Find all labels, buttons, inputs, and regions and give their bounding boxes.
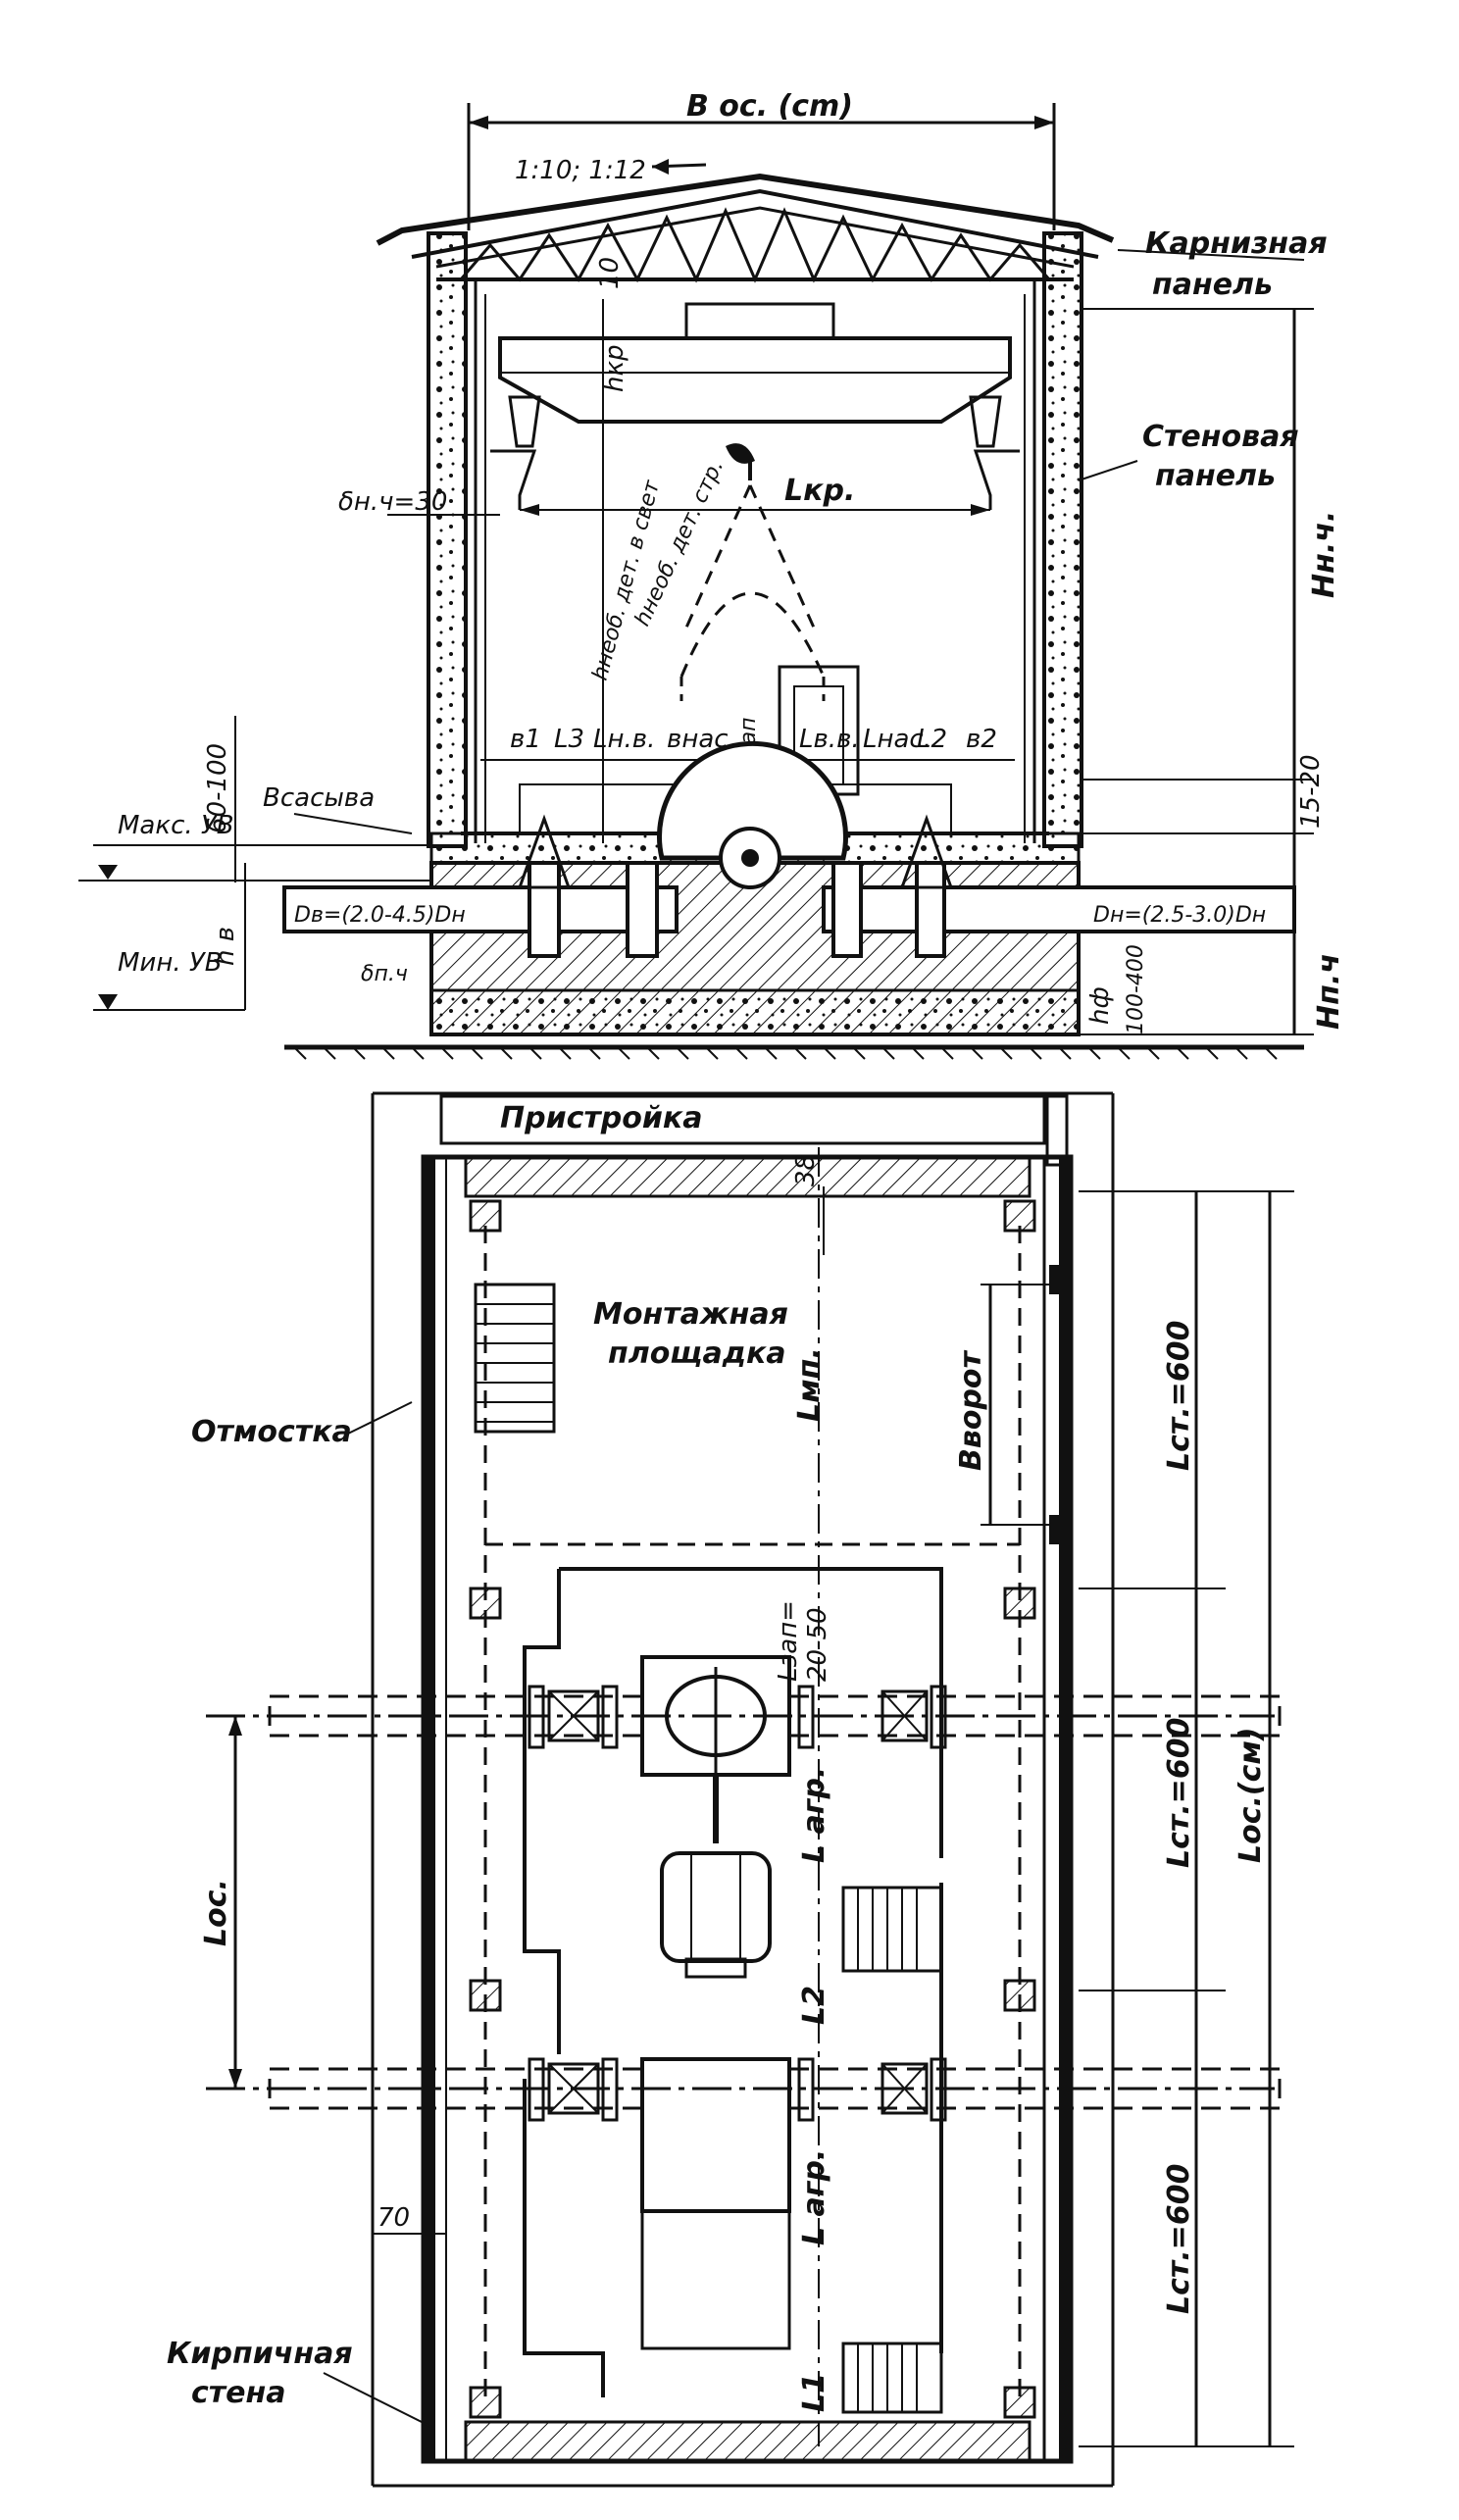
- suction-label: Всасыва: [263, 783, 375, 813]
- dim-bvorot: Вворот: [954, 1349, 988, 1471]
- dim-lnv: Lн.в.: [593, 725, 655, 754]
- section-view: B oc. (cm) 1:10; 1:12 Карнизная панель: [78, 89, 1346, 1060]
- pump-unit-2: [640, 2057, 791, 2350]
- dim-60-100: 60-100: [203, 743, 232, 833]
- dim-lagr-2: L агр.: [797, 2149, 831, 2245]
- slope-label: 1:10; 1:12: [515, 156, 646, 185]
- width-label: B oc. (cm): [686, 89, 853, 124]
- dim-15-20: 15-20: [1296, 754, 1326, 829]
- pump-pit: [523, 1567, 943, 2397]
- dim-lst-1: Lст.=600: [1162, 1321, 1196, 1471]
- crane-span-dimension: Lкр.: [520, 474, 990, 516]
- crane-span-label: Lкр.: [784, 474, 855, 508]
- pipe-right-label: Dн=(2.5-3.0)Dн: [1093, 903, 1266, 928]
- right-dimension-chain: Lст.=600 Lст.=600 Lст.=600 Lос.(см): [1079, 1190, 1294, 2447]
- mounting-area: Монтажная площадка: [474, 1283, 788, 1434]
- dim-hv: h в: [211, 927, 240, 966]
- pipeline-row-1: [206, 1685, 1282, 1749]
- plan-view: Пристройка: [167, 1091, 1294, 2488]
- mount-label-2: площадка: [608, 1336, 786, 1371]
- cornice-label: Карнизная: [1145, 227, 1328, 261]
- plan-walls: [421, 1154, 1074, 2464]
- pipe-left-label: Dв=(2.0-4.5)Dн: [294, 903, 466, 928]
- dim-l3: L3: [554, 725, 584, 754]
- dim-l2-plan: L2: [797, 1986, 831, 2025]
- wall-panel-label: Стеновая: [1142, 420, 1299, 454]
- overhead-crane: [498, 302, 1012, 480]
- dim-hnch: Hн.ч.: [1307, 511, 1341, 598]
- right-height-dimensions: Hн.ч. 15-20 Hп.ч: [1059, 308, 1346, 1035]
- dim-hkr: hкр: [600, 344, 629, 392]
- wall-panel-label-2: панель: [1155, 459, 1276, 493]
- otmostka-label: Отмостка: [191, 1415, 352, 1449]
- dim-lst-3: Lст.=600: [1162, 2164, 1196, 2314]
- roof: [376, 173, 1115, 283]
- water-levels: Макс. УВ Мин. УВ 60-100 h в Всасыва δп.ч: [78, 716, 431, 1011]
- left-wall: [427, 231, 468, 848]
- dim-lst-2: Lст.=600: [1162, 1718, 1196, 1868]
- dim-loc: Lос.: [199, 1879, 233, 1946]
- mount-label: Монтажная: [593, 1297, 788, 1332]
- axis-spacing-dimension: Lос.: [199, 1716, 242, 2089]
- walls: [427, 231, 1083, 848]
- brick-wall-label-2: стена: [191, 2376, 286, 2410]
- dim-floor: δп.ч: [361, 962, 408, 986]
- pump-unit-1: [640, 1655, 791, 1979]
- dim-b2: в2: [966, 725, 997, 754]
- pipeline-row-2: [206, 2057, 1282, 2122]
- dim-b1: в1: [510, 725, 541, 754]
- dim-loc-cm: Lос.(см): [1233, 1727, 1268, 1863]
- dim-lmp: Lмп.: [792, 1347, 827, 1422]
- level-min-label: Мин. УВ: [118, 948, 223, 978]
- annex-label: Пристройка: [500, 1101, 702, 1135]
- dim-lvv: Lв.в.: [799, 725, 860, 754]
- level-max-label: Макс. УВ: [118, 811, 234, 840]
- gate: Вворот: [954, 1265, 1069, 1544]
- dim-10: 10: [595, 257, 625, 289]
- dim-100-400: 100-400: [1124, 944, 1148, 1034]
- dim-lnas: Lнас.: [863, 725, 931, 754]
- dim-70: 70: [377, 2203, 410, 2233]
- dim-lagr-1: L агр.: [797, 1767, 831, 1863]
- annex: Пристройка: [439, 1094, 1069, 1167]
- cornice-label-2: панель: [1152, 268, 1273, 302]
- dim-l1: L1: [797, 2373, 831, 2412]
- dim-wall-thickness: δн.ч=30: [338, 487, 447, 517]
- dim-hpch: Hп.ч: [1312, 953, 1346, 1030]
- dim-lzap: Lзап=: [774, 1600, 803, 1682]
- brick-wall-label: Кирпичная: [167, 2337, 353, 2371]
- width-dimension: B oc. (cm): [467, 89, 1056, 230]
- dim-38: 38: [791, 1154, 821, 1186]
- pit-stairs: [841, 1886, 943, 2414]
- ground-line: [284, 1044, 1304, 1060]
- dim-l2: L2: [917, 725, 947, 754]
- pipes: [282, 814, 1296, 958]
- dim-20-50: 20-50: [803, 1607, 832, 1682]
- right-wall: [1042, 231, 1083, 848]
- dim-hf: hф: [1085, 986, 1115, 1025]
- cornice-label-group: Карнизная панель: [1117, 227, 1328, 302]
- pump-volute: [657, 740, 848, 889]
